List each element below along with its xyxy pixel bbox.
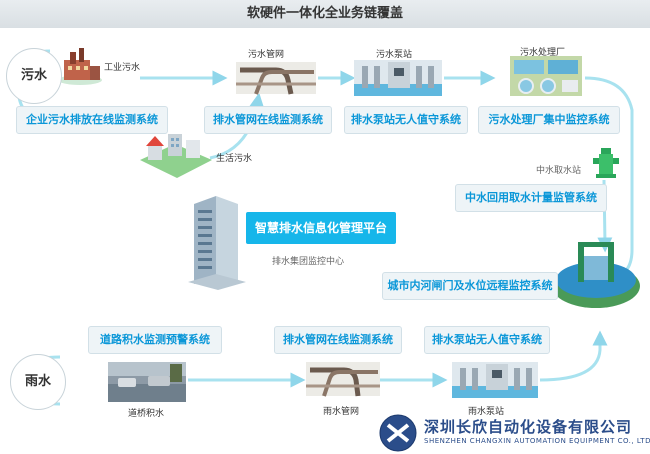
factory-icon — [58, 48, 102, 85]
domestic-sewage-label: 生活污水 — [216, 154, 253, 164]
sewage-pipe-monitor-system: 排水管网在线监测系统 — [204, 106, 332, 134]
plant-central-control-system: 污水处理厂集中监控系统 — [478, 106, 620, 134]
reclaimed-water-metering-system: 中水回用取水计量监管系统 — [455, 184, 607, 212]
flood-icon — [108, 362, 186, 402]
rain-category: 雨水 — [10, 354, 66, 410]
road-waterlogging-warning-system: 道路积水监测预警系统 — [88, 326, 222, 354]
sewage-category: 污水 — [6, 48, 62, 104]
smart-drainage-platform: 智慧排水信息化管理平台 — [246, 212, 396, 244]
pump-station-icon — [452, 362, 538, 398]
company-logo-icon — [379, 414, 417, 452]
river-gate-monitor-system: 城市内河闸门及水位远程监控系统 — [382, 272, 558, 300]
sewage-treatment-plant-label: 污水处理厂 — [520, 48, 566, 58]
diagram-title: 软硬件一体化全业务链覆盖 — [246, 6, 403, 21]
drainage-control-center-label: 排水集团监控中心 — [272, 257, 345, 267]
reclaimed-water-intake-label: 中水取水站 — [536, 166, 582, 176]
pipe-icon — [306, 362, 380, 397]
enterprise-discharge-system: 企业污水排放在线监测系统 — [16, 106, 168, 134]
treatment-plant-icon — [510, 56, 582, 96]
company-name-en: SHENZHEN CHANGXIN AUTOMATION EQUIPMENT C… — [424, 437, 650, 445]
rain-pump-station-label: 雨水泵站 — [468, 407, 505, 417]
company-name-cn: 深圳长欣自动化设备有限公司 — [424, 418, 633, 436]
sewage-pump-station-label: 污水泵站 — [376, 50, 413, 60]
rain-pump-unmanned-system: 排水泵站无人值守系统 — [424, 326, 550, 354]
bridge-water-logging-label: 道桥积水 — [128, 409, 165, 419]
river-gate-icon — [552, 242, 640, 308]
sewage-pump-unmanned-system: 排水泵站无人值守系统 — [344, 106, 468, 134]
sewage-pipe-network-label: 污水管网 — [248, 50, 285, 60]
pipe-icon — [236, 62, 316, 95]
control-building-icon — [188, 196, 246, 290]
water-tap-icon — [593, 148, 619, 178]
industrial-sewage-label: 工业污水 — [104, 63, 141, 73]
houses-icon — [140, 134, 212, 178]
title-bar — [0, 0, 650, 28]
rain-pipe-monitor-system: 排水管网在线监测系统 — [274, 326, 402, 354]
pump-station-icon — [354, 60, 442, 96]
rain-pipe-network-label: 雨水管网 — [323, 407, 360, 417]
